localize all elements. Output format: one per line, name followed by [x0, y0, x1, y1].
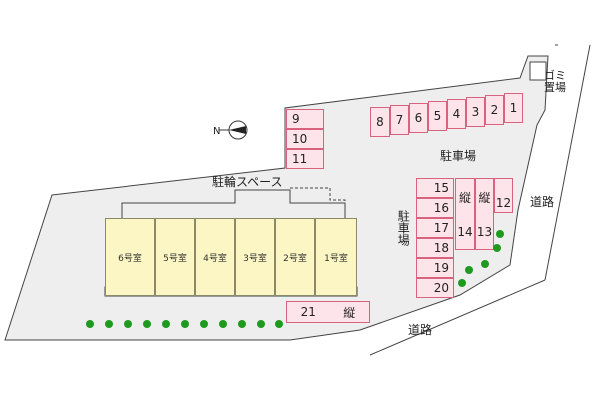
parking-slot-6: 6 — [409, 103, 428, 133]
parking-slot-13-tandem: 縦 13 — [475, 178, 494, 250]
bicycle-space-label: 駐輪スペース — [212, 175, 283, 189]
tandem-label: 縦 — [343, 305, 356, 320]
garbage-area — [529, 61, 547, 81]
parking-slot-9: 9 — [286, 109, 324, 129]
garbage-area-label: ゴミ置場 — [544, 69, 566, 94]
parking-slot-10: 10 — [286, 129, 324, 149]
room-3: 3号室 — [235, 218, 275, 296]
north-arrow-icon: N — [213, 120, 248, 140]
tree-icon — [465, 266, 473, 274]
parking-slot-14-number: 14 — [457, 225, 473, 240]
parking-slot-3: 3 — [466, 97, 485, 127]
parking-slot-13-number: 13 — [476, 225, 493, 240]
parking-slot-11: 11 — [286, 149, 324, 169]
building-outline — [121, 189, 346, 218]
parking-slot-1: 1 — [504, 93, 523, 123]
parking-slot-19: 19 — [416, 258, 454, 278]
parking-slot-14-tandem: 縦 14 — [455, 178, 475, 250]
parking-slot-8: 8 — [370, 107, 390, 137]
parking-slot-18: 18 — [416, 238, 454, 258]
tree-icon — [124, 320, 132, 328]
tree-icon — [105, 320, 113, 328]
parking-slot-7: 7 — [390, 105, 409, 135]
parking-label-side: 駐車場 — [396, 210, 411, 246]
road-label-bottom: 道路 — [408, 323, 433, 337]
tree-icon — [86, 320, 94, 328]
svg-text:N: N — [213, 126, 220, 137]
tree-icon — [458, 279, 466, 287]
road-edge-lower — [369, 279, 546, 356]
room-6: 6号室 — [105, 218, 155, 296]
tree-icon — [493, 244, 501, 252]
parking-slot-5: 5 — [428, 101, 447, 131]
road-label-right: 道路 — [530, 195, 555, 209]
parking-slot-21-number: 21 — [300, 305, 316, 319]
tandem-label: 縦 — [458, 190, 471, 205]
tandem-label: 縦 — [478, 190, 491, 205]
room-2: 2号室 — [275, 218, 315, 296]
tree-icon — [238, 320, 246, 328]
parking-slot-4: 4 — [447, 99, 466, 129]
parking-slot-2: 2 — [485, 95, 504, 125]
tree-icon — [219, 320, 227, 328]
parking-label-main: 駐車場 — [440, 149, 477, 163]
room-4: 4号室 — [195, 218, 235, 296]
tree-icon — [275, 320, 283, 328]
tree-icon — [200, 320, 208, 328]
bicycle-space-outline — [290, 187, 346, 205]
tree-icon — [481, 260, 489, 268]
tree-icon — [496, 230, 504, 238]
road-edge-right — [544, 44, 591, 281]
parking-slot-17: 17 — [416, 218, 454, 238]
tree-icon — [257, 320, 265, 328]
tree-icon — [181, 320, 189, 328]
tree-icon — [162, 320, 170, 328]
tree-icon — [143, 320, 151, 328]
parking-slot-12: 12 — [494, 178, 513, 213]
room-1: 1号室 — [315, 218, 357, 296]
parking-slot-15: 15 — [416, 178, 454, 198]
room-5: 5号室 — [155, 218, 195, 296]
parking-slot-16: 16 — [416, 198, 454, 218]
parking-slot-20: 20 — [416, 278, 454, 298]
parking-slot-21: 21 縦 — [286, 301, 370, 323]
